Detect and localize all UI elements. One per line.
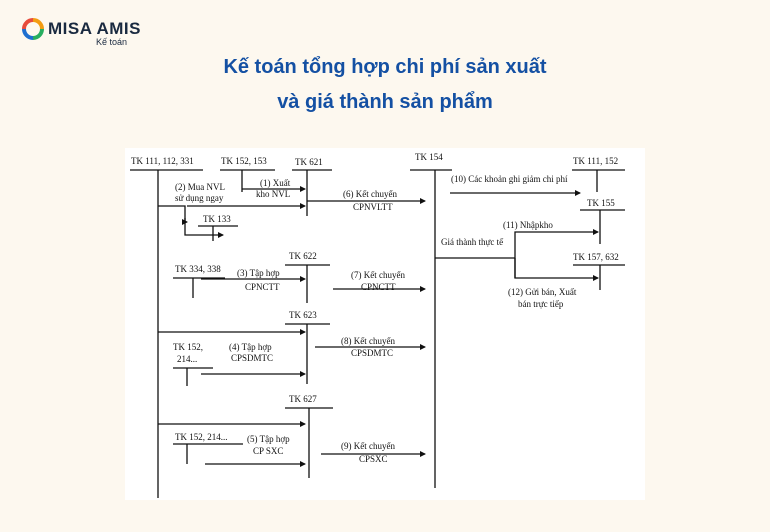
label-e4a: (4) Tập hợp (229, 342, 272, 352)
label-e7b: CPNCTT (361, 282, 396, 292)
label-e6a: (6) Kết chuyển (343, 189, 397, 199)
label-tk152b-2: 214... (177, 354, 197, 364)
arrow-12 (514, 258, 599, 281)
brand-name: MISA AMIS (48, 19, 141, 38)
label-e9a: (9) Kết chuyển (341, 441, 395, 451)
label-e5b: CP SXC (253, 446, 283, 456)
label-e3b: CPNCTT (245, 282, 280, 292)
label-tk334: TK 334, 338 (175, 264, 221, 274)
misa-amis-logo: MISA AMIS Kế toán (22, 18, 142, 48)
label-e9b: CPSXC (359, 454, 388, 464)
label-tk623: TK 623 (289, 310, 317, 320)
label-tk111b: TK 111, 152 (573, 156, 618, 166)
label-tk622: TK 622 (289, 251, 317, 261)
label-tk621: TK 621 (295, 157, 323, 167)
label-e4b: CPSDMTC (231, 353, 273, 363)
label-e11: (11) Nhậpkho (503, 220, 553, 230)
label-e3a: (3) Tập hợp (237, 268, 280, 278)
accounting-flow-diagram: TK 111, 112, 331 TK 152, 153 TK 621 TK 1… (125, 148, 645, 500)
label-tk154: TK 154 (415, 152, 443, 162)
label-e8a: (8) Kết chuyển (341, 336, 395, 346)
label-e8b: CPSDMTC (351, 348, 393, 358)
label-e1a: (1) Xuất (260, 178, 291, 188)
label-tk111: TK 111, 112, 331 (131, 156, 194, 166)
label-tk133: TK 133 (203, 214, 231, 224)
page-title-line-2: và giá thành sản phẩm (277, 91, 493, 113)
label-e6b: CPNVLTT (353, 202, 393, 212)
arrow-2 (158, 205, 188, 225)
label-e7a: (7) Kết chuyển (351, 270, 405, 280)
label-tk155: TK 155 (587, 198, 615, 208)
label-gia-thanh: Giá thành thực tế (441, 237, 504, 247)
label-e5a: (5) Tập hợp (247, 434, 290, 444)
label-e10: (10) Các khoản ghi giảm chi phí (451, 174, 568, 184)
label-e12b: bán trực tiếp (518, 299, 564, 309)
arrow-2-vat (184, 218, 224, 238)
label-e1b: kho NVL (256, 189, 290, 199)
label-tk152c: TK 152, 214... (175, 432, 228, 442)
misa-logo-icon (22, 18, 44, 40)
page-title-line-1: Kế toán tổng hợp chi phí sản xuất (223, 56, 547, 78)
label-tk627: TK 627 (289, 394, 317, 404)
label-e12a: (12) Gửi bán, Xuất (508, 287, 577, 297)
label-e2a: (2) Mua NVL (175, 182, 225, 192)
label-tk152b-1: TK 152, (173, 342, 203, 352)
label-e2b: sử dụng ngay (175, 193, 224, 203)
brand-subtitle: Kế toán (96, 37, 128, 47)
label-tk152a: TK 152, 153 (221, 156, 267, 166)
label-tk157: TK 157, 632 (573, 252, 619, 262)
